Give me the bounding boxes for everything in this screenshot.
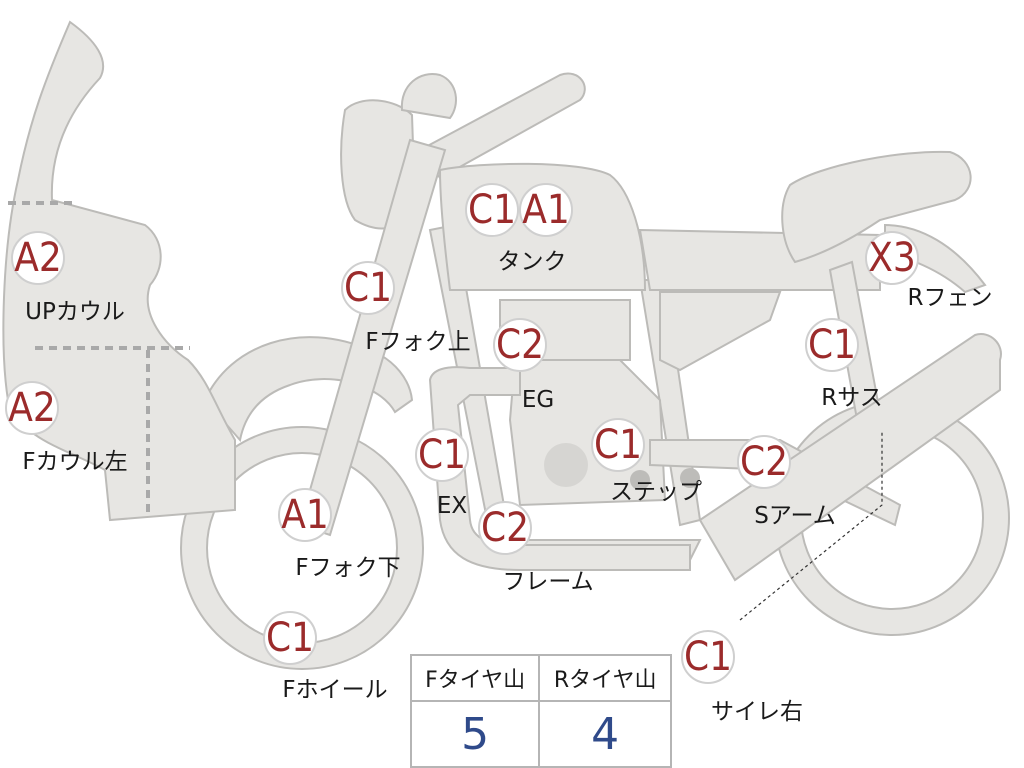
r-suspension-badge [805, 318, 859, 372]
f-fork-lower-grade: A1 [281, 492, 329, 538]
f-fork-upper-badge [341, 261, 395, 315]
f-wheel-badge [263, 611, 317, 665]
tail-shape [781, 150, 972, 264]
side-cover-shape [659, 291, 782, 372]
silencer-right-label: サイレ右 [711, 699, 803, 725]
tank-c1-badge [465, 183, 519, 237]
r-fender-badge [865, 231, 919, 285]
exhaust-grade: C1 [418, 432, 466, 478]
frame-badge [478, 501, 532, 555]
swing-arm-shape [649, 439, 902, 527]
silencer-right-grade: C1 [684, 634, 732, 680]
engine-grade: C2 [496, 322, 544, 368]
s-arm-label: Sアーム [754, 503, 836, 529]
up-cowl-grade: A2 [14, 235, 62, 281]
step-badge [591, 418, 645, 472]
f-fork-upper-grade: C1 [344, 265, 392, 311]
tank-a1-label: タンク [498, 249, 567, 275]
rear-tire-value: 4 [538, 700, 672, 768]
front-tire-value: 5 [409, 700, 541, 768]
f-fork-lower-badge [278, 488, 332, 542]
f-fork-upper-label: Fフォク上 [365, 329, 470, 355]
handlebar-shape [418, 72, 586, 180]
cowl-shape [2, 20, 236, 522]
step-peg-shape [680, 468, 700, 488]
f-wheel-grade: C1 [266, 615, 314, 661]
step-grade: C1 [594, 422, 642, 468]
f-cowl-left-grade: A2 [8, 385, 56, 431]
f-cowl-left-badge [5, 381, 59, 435]
frame-grade: C2 [481, 505, 529, 551]
s-arm-grade: C2 [740, 439, 788, 485]
exhaust-badge [415, 428, 469, 482]
front-fork-shape [298, 138, 447, 537]
engine-badge [493, 318, 547, 372]
engine-label: EG [522, 387, 554, 413]
exhaust-label: EX [437, 493, 468, 519]
engine-cover-shape [544, 443, 588, 487]
s-arm-badge [737, 435, 791, 489]
silencer-right-badge [681, 630, 735, 684]
step-peg-shape [630, 470, 650, 490]
f-fork-lower-label: Fフォク下 [295, 555, 400, 581]
meter-shape [400, 73, 457, 120]
front-tire-header: Fタイヤ山 [409, 654, 541, 702]
silencer-leader-line [739, 430, 883, 621]
r-fender-label: Rフェン [908, 285, 993, 311]
tire-tread-table: Fタイヤ山 Rタイヤ山 5 4 [409, 654, 672, 768]
r-suspension-label: Rサス [821, 385, 883, 411]
silencer-shape [698, 333, 1002, 582]
up-cowl-label: UPカウル [25, 299, 125, 325]
up-cowl-badge [11, 231, 65, 285]
step-label: ステップ [610, 479, 702, 505]
f-cowl-left-label: Fカウル左 [22, 449, 127, 475]
frame-label: フレーム [502, 569, 593, 595]
tank-c1-grade: C1 [468, 187, 516, 233]
tank-a1-grade: A1 [522, 187, 570, 233]
r-suspension-grade: C1 [808, 322, 856, 368]
f-wheel-label: Fホイール [282, 677, 387, 703]
tank-a1-badge [519, 183, 573, 237]
rear-tire-header: Rタイヤ山 [538, 654, 672, 702]
r-fender-grade: X3 [868, 235, 916, 281]
